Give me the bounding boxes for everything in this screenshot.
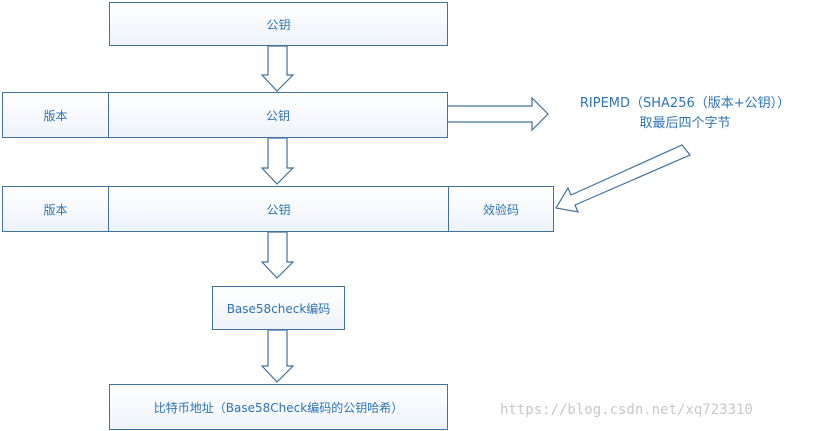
version-box-row2: 版本	[2, 92, 109, 138]
ripemd-annotation: RIPEMD（SHA256（版本+公钥）） 取最后四个字节	[560, 94, 810, 134]
annotation-line-2: 取最后四个字节	[639, 116, 731, 131]
pubkey-box-row2: 公钥	[108, 92, 448, 138]
down-arrow-2	[260, 137, 295, 185]
checksum-box: 效验码	[448, 186, 554, 232]
pubkey-label: 公钥	[265, 108, 290, 123]
result-label: 比特币地址（Base58Check编码的公钥哈希）	[153, 400, 404, 415]
pubkey-box-row3: 公钥	[108, 186, 449, 232]
pubkey-label: 公钥	[266, 202, 291, 217]
pubkey-box-top: 公钥	[109, 2, 448, 46]
checksum-label: 效验码	[482, 202, 519, 217]
version-box-row3: 版本	[2, 186, 109, 232]
encode-label: Base58check编码	[226, 301, 331, 316]
watermark-text: https://blog.csdn.net/xq723310	[500, 402, 753, 418]
version-label: 版本	[43, 108, 68, 123]
right-arrow	[445, 96, 549, 132]
down-arrow-4	[260, 329, 295, 383]
base58check-encode-box: Base58check编码	[212, 286, 345, 330]
diagonal-arrow	[555, 144, 691, 213]
down-arrow-3	[260, 231, 295, 279]
annotation-line-1: RIPEMD（SHA256（版本+公钥））	[579, 96, 791, 111]
version-label: 版本	[43, 202, 68, 217]
pubkey-label: 公钥	[266, 17, 291, 32]
down-arrow-1	[260, 45, 295, 92]
bitcoin-address-box: 比特币地址（Base58Check编码的公钥哈希）	[109, 384, 448, 430]
